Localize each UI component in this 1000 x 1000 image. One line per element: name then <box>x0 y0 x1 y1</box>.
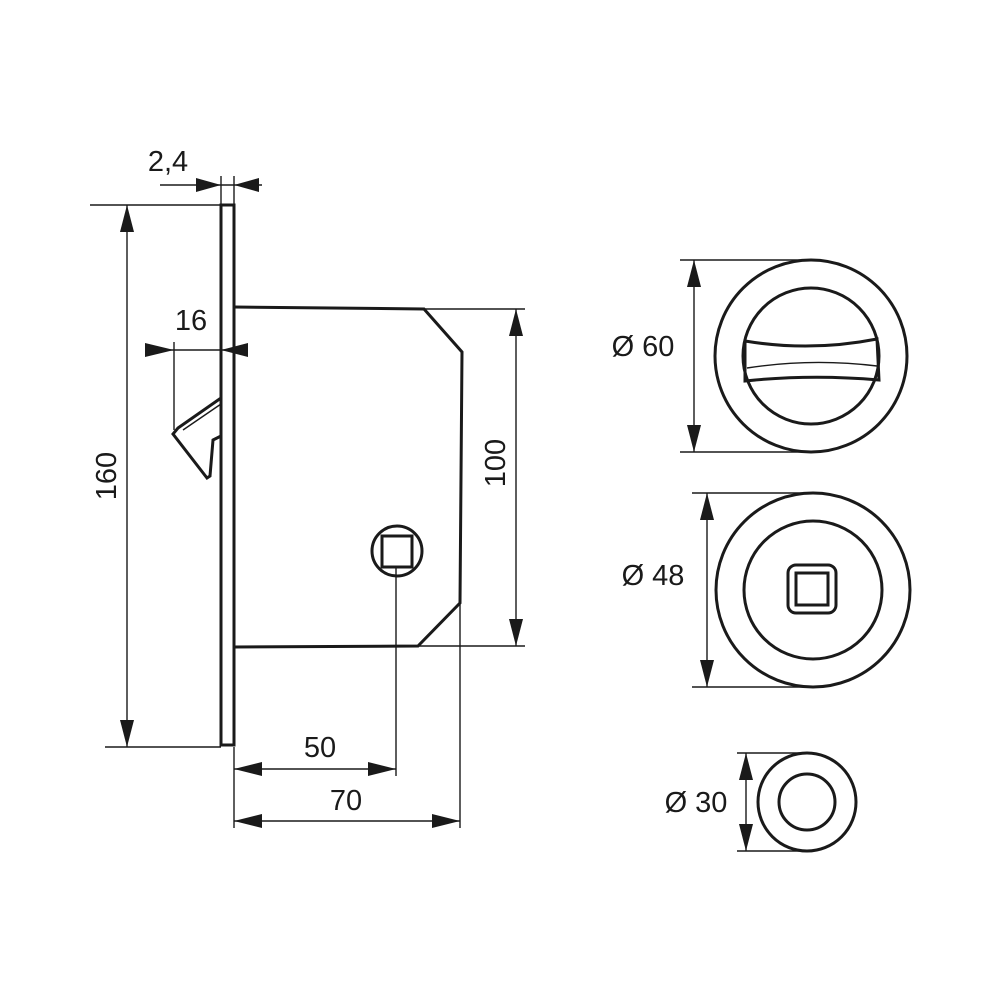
dim-label-rosette-large: Ø 60 <box>612 331 675 363</box>
arrow-down <box>739 824 753 851</box>
dim-label-body-depth: 70 <box>330 785 362 817</box>
spindle-square-inner <box>794 571 830 607</box>
arrow-up <box>687 260 701 287</box>
dim-body-depth: 70 <box>234 603 461 828</box>
latch-hook-inner <box>182 403 222 431</box>
dim-label-body-height: 100 <box>480 439 512 487</box>
rosette-outer-ring <box>756 751 858 853</box>
dim-label-latch-offset: 16 <box>175 305 207 337</box>
turn-knob-ridge <box>746 361 878 369</box>
arrow-left <box>234 762 262 776</box>
spindle-square <box>380 534 414 569</box>
arrow-right <box>368 762 396 776</box>
dim-backset: 50 <box>233 566 397 828</box>
arrow-right <box>432 814 460 828</box>
dim-label-faceplate-height: 160 <box>91 452 123 500</box>
arrow-right-outer <box>221 343 248 357</box>
rosette-blank: Ø 30 <box>665 751 858 853</box>
dim-faceplate-thickness: 2,4 <box>148 146 262 205</box>
dim-faceplate-height: 160 <box>90 204 221 748</box>
spindle-hub <box>370 524 424 578</box>
spindle-square-outer <box>786 563 838 615</box>
turn-knob-grip <box>743 337 881 383</box>
dim-label-backset: 50 <box>304 732 336 764</box>
dim-latch-offset: 16 <box>145 305 248 430</box>
latch-hook <box>171 396 222 481</box>
dim-label-rosette-small: Ø 30 <box>665 787 728 819</box>
rosette-turn-knob: Ø 60 <box>612 258 909 454</box>
rosette-spindle: Ø 48 <box>622 491 912 689</box>
arrow-right <box>196 178 221 192</box>
arrow-left-outer <box>145 343 174 357</box>
dim-body-height: 100 <box>418 308 525 647</box>
lock-body <box>233 305 464 649</box>
arrow-up <box>739 753 753 780</box>
arrow-down <box>700 660 714 687</box>
dim-label-faceplate-thickness: 2,4 <box>148 146 188 178</box>
arrow-up <box>120 205 134 232</box>
lock-side-view <box>171 203 464 747</box>
arrow-up <box>700 493 714 520</box>
rosette-inner-ring <box>777 772 837 832</box>
faceplate <box>219 203 236 747</box>
rosette-inner-ring <box>741 286 881 426</box>
arrow-down <box>687 425 701 452</box>
dim-label-rosette-medium: Ø 48 <box>622 560 685 592</box>
arrow-down <box>120 720 134 747</box>
rosette-inner-ring <box>742 519 884 661</box>
arrow-down <box>509 619 523 646</box>
arrow-up <box>509 309 523 336</box>
arrow-left <box>234 178 259 192</box>
arrow-left <box>234 814 262 828</box>
